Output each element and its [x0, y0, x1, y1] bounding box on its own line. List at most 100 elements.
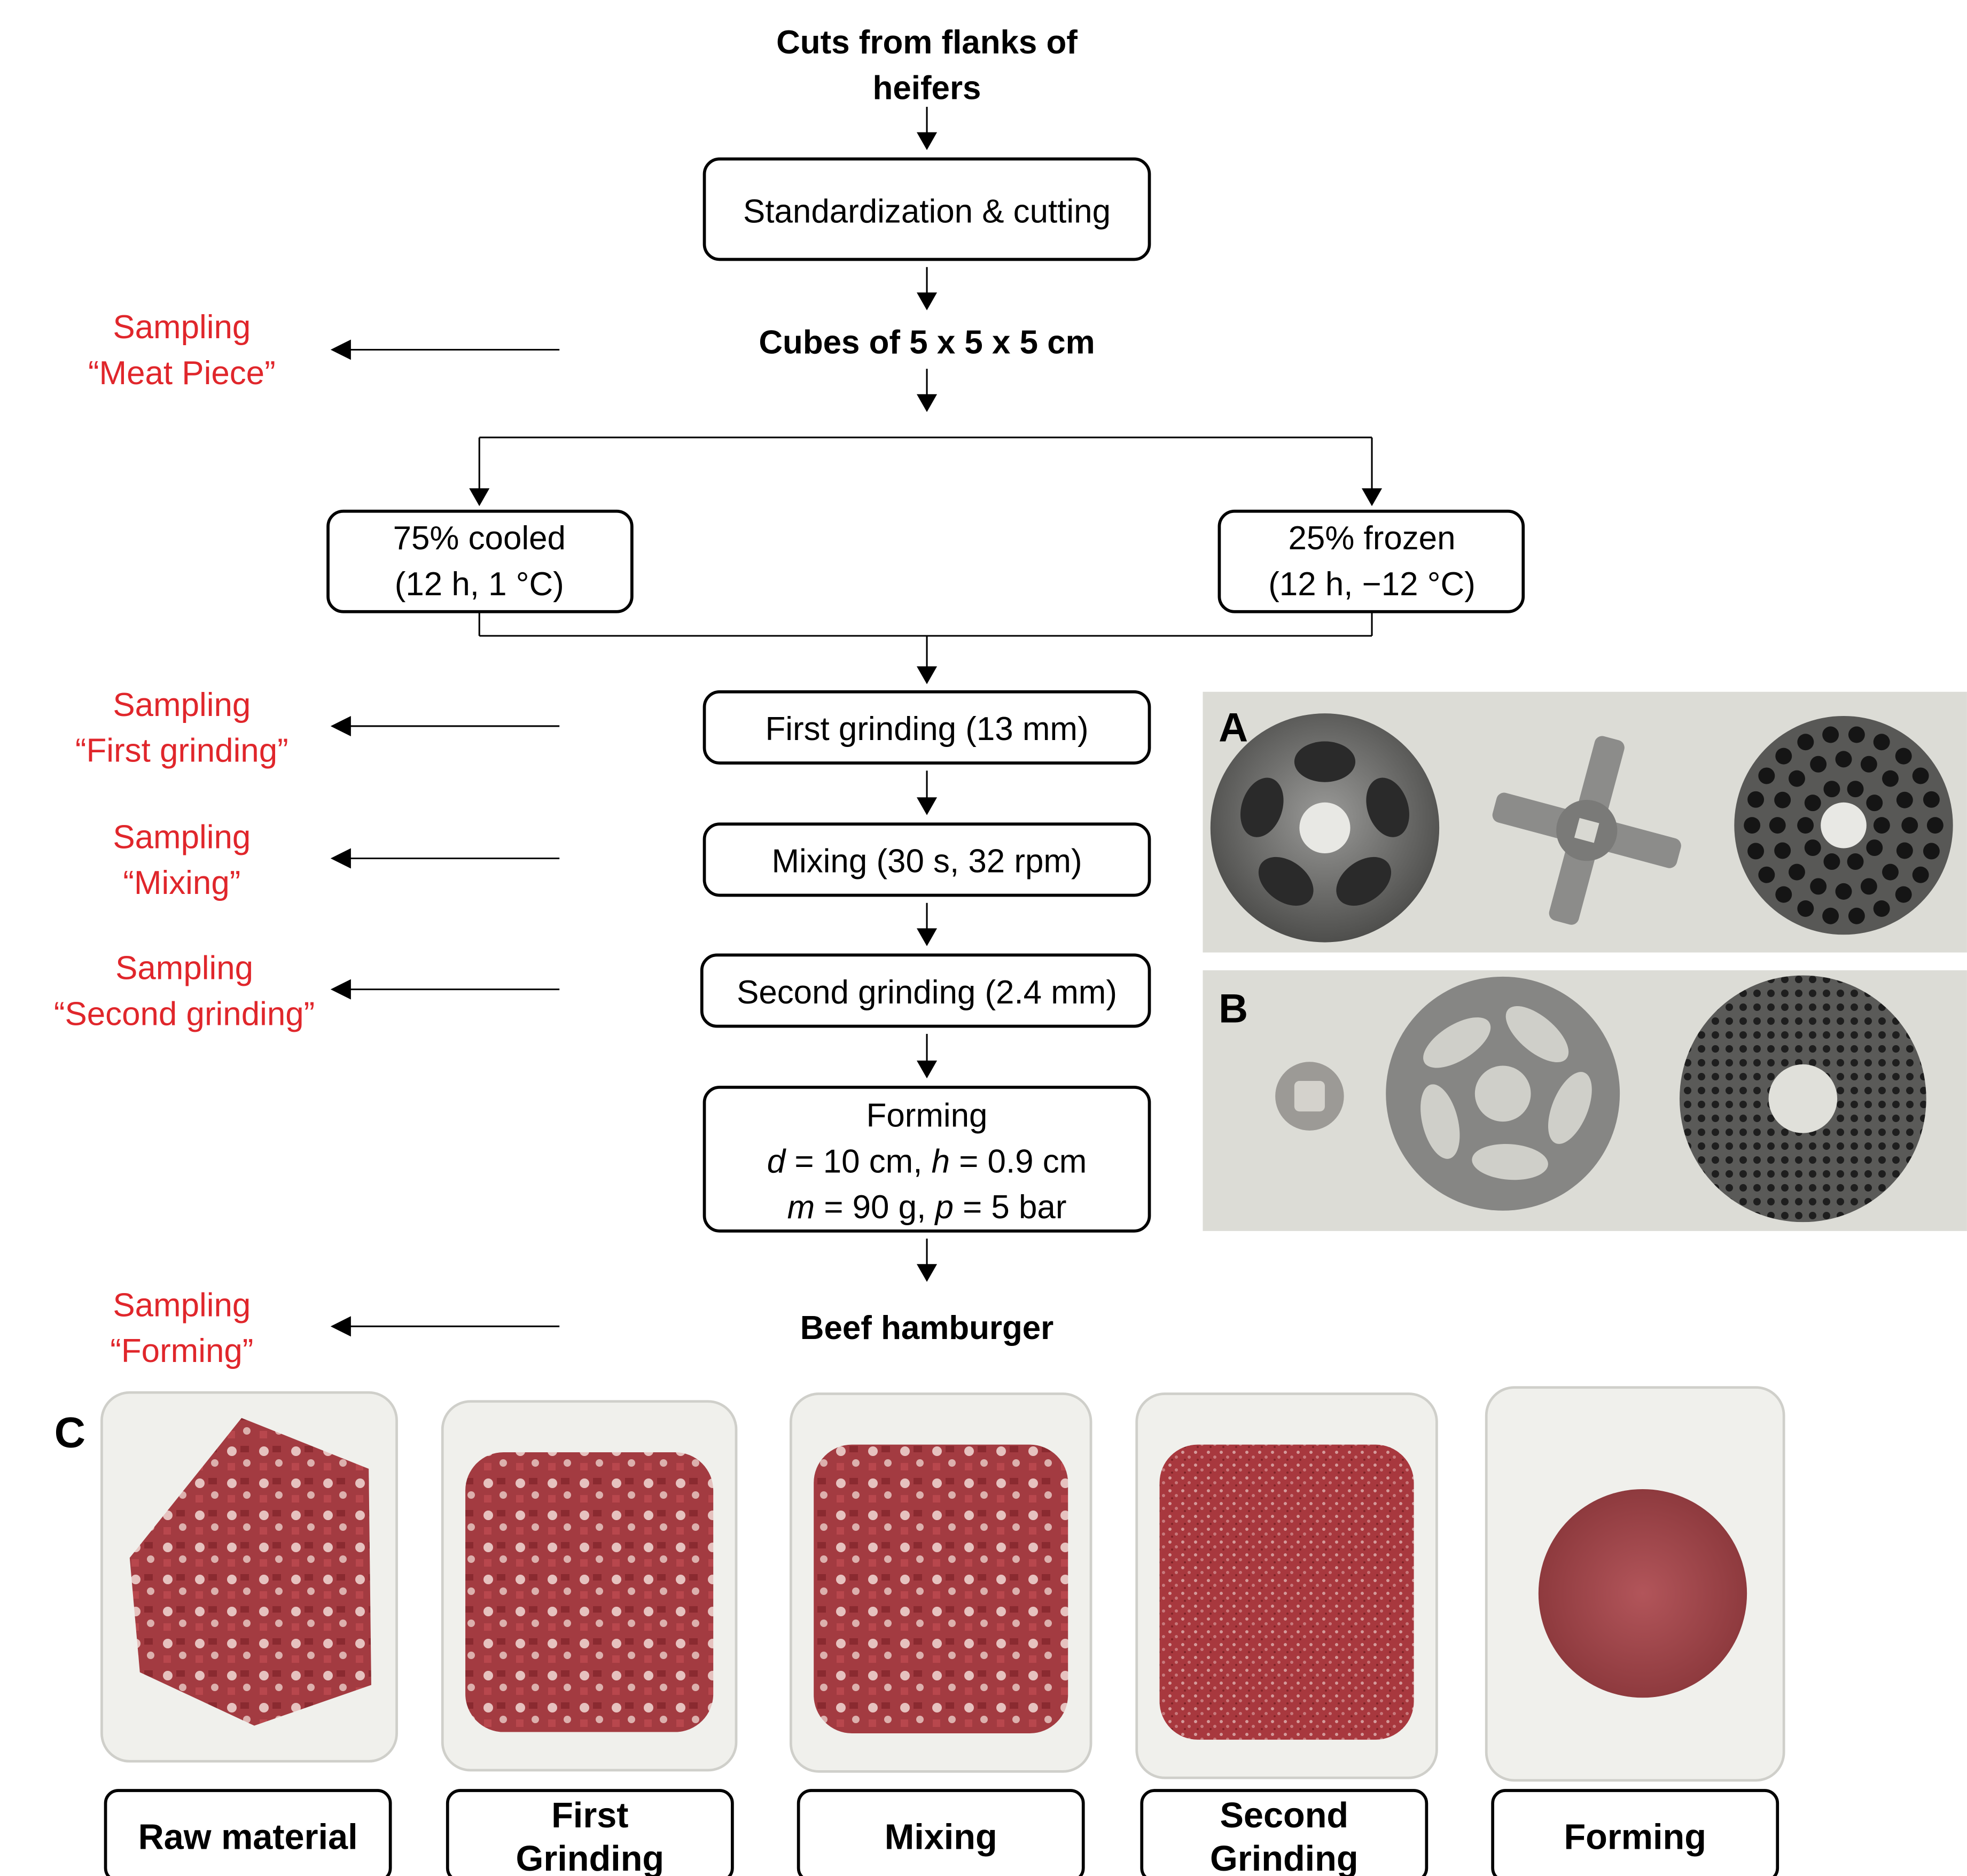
plate-hole-2-16 [1822, 726, 1839, 743]
arrow-cubes-head [916, 394, 938, 412]
plate-hole-0-9 [1866, 795, 1883, 812]
first-grinding-label: First grinding (13 mm) [765, 711, 1088, 748]
forming-title: Forming [867, 1097, 988, 1134]
plate-hole-2-2 [1912, 866, 1929, 883]
sampling-label-0-line1: Sampling [113, 309, 251, 346]
ground-meat-icon-1 [465, 1452, 714, 1732]
forming-dims-part-3: = 0.9 cm [950, 1143, 1087, 1180]
plate-hole-1-6 [1789, 863, 1805, 881]
standardization-label: Standardization & cutting [743, 193, 1111, 230]
plate-hole-2-4 [1873, 900, 1890, 917]
second-grinding-box [700, 953, 1151, 1028]
forming-dims: d = 10 cm, h = 0.9 cm [767, 1143, 1087, 1180]
tray-label-box-1 [446, 1789, 734, 1876]
tray-label-box-3 [1140, 1789, 1429, 1876]
tray-label-3-line1: Second [1220, 1796, 1348, 1835]
cooled-label-line2: (12 h, 1 °C) [395, 566, 564, 603]
sampling-label-4-line2: “Forming” [110, 1333, 253, 1369]
plate-hole-1-12 [1835, 751, 1852, 768]
knife-square-hole [1574, 818, 1599, 843]
pre-cutter-slot-3 [1420, 1084, 1460, 1159]
plate-hole-0-7 [1823, 781, 1840, 798]
tray-label-0: Raw material [138, 1818, 358, 1857]
sampling-arrow-2-head [330, 848, 351, 869]
sampling-arrow-4-head [330, 1316, 351, 1337]
plate-hole-1-7 [1774, 842, 1791, 859]
plate-hole-1-9 [1774, 791, 1791, 808]
plate-hole-1-13 [1860, 756, 1877, 773]
start-title-line2: heifers [873, 70, 981, 107]
standardization-box [702, 157, 1151, 261]
plate-hole-1-5 [1810, 878, 1827, 895]
arrow-second-head [916, 1060, 938, 1079]
plate-hole-0-1 [1866, 839, 1883, 857]
second-grinding-label: Second grinding (2.4 mm) [737, 974, 1117, 1011]
tray-label-4: Forming [1564, 1818, 1706, 1857]
ground-meat-icon-2 [814, 1444, 1068, 1733]
arrow-mixing-head [916, 928, 938, 946]
plate-hole-2-3 [1895, 886, 1912, 903]
plate-hole-2-6 [1822, 907, 1839, 924]
plate-hole-2-11 [1744, 817, 1761, 834]
plate-hole-0-0 [1873, 817, 1890, 834]
plate-hole-2-8 [1775, 886, 1792, 903]
forming-dims-part-0: d [767, 1143, 787, 1180]
arrow-forming-head [916, 1264, 938, 1282]
cubes-label: Cubes of 5 x 5 x 5 cm [759, 324, 1095, 361]
plate-hole-1-11 [1810, 756, 1827, 773]
forming-mass-part-0: m [787, 1189, 815, 1226]
tray-label-1-line2: Grinding [516, 1839, 665, 1876]
pre-cutter-slot-2 [1472, 1144, 1548, 1180]
plate-hole-2-17 [1848, 726, 1865, 743]
forming-mass-part-3: = 5 bar [954, 1189, 1067, 1226]
mixing-label: Mixing (30 s, 32 rpm) [771, 843, 1082, 880]
patty-icon [1538, 1489, 1747, 1698]
cross-knife-icon [1492, 736, 1681, 925]
plate-hole-2-7 [1797, 900, 1814, 917]
bushing-hole [1294, 1081, 1325, 1112]
forming-mass-part-1: = 90 g, [815, 1189, 935, 1226]
ground-meat-icon-3 [1159, 1444, 1414, 1740]
tray-label-1-line1: First [551, 1796, 628, 1835]
plate-hole-1-4 [1835, 883, 1852, 900]
sampling-label-1-line2: “First grinding” [75, 733, 288, 769]
sampling-arrow-3-head [330, 979, 351, 1000]
plate-hole-2-9 [1758, 866, 1775, 883]
sampling-label-3-line2: “Second grinding” [54, 995, 315, 1032]
arrow-start-head [916, 132, 938, 150]
plate-hole-0-6 [1804, 795, 1821, 812]
forming-mass: m = 90 g, p = 5 bar [787, 1189, 1067, 1226]
sampling-label-2-line1: Sampling [113, 819, 251, 855]
tray-label-box-4 [1491, 1789, 1779, 1876]
plate-hole-1-2 [1882, 863, 1899, 881]
plate-hole-1-15 [1896, 791, 1913, 808]
sampling-label-2-line2: “Mixing” [123, 865, 240, 901]
plate-hole-1-3 [1860, 878, 1877, 895]
plate-hole-1-8 [1769, 817, 1786, 834]
forming-mass-part-2: p [934, 1189, 953, 1226]
plate-hole-2-0 [1926, 817, 1943, 834]
sampling-arrow-0-head [330, 339, 351, 360]
pre-cutter-slot-0 [1505, 1006, 1569, 1063]
plate-hole-2-20 [1912, 767, 1929, 784]
plate-hole-2-12 [1747, 791, 1765, 808]
kidney-plate-center [1299, 802, 1351, 853]
final-product-label: Beef hamburger [800, 1310, 1054, 1346]
forming-box [702, 1086, 1151, 1233]
pre-cutter-center [1474, 1065, 1531, 1122]
sampling-label-1-line1: Sampling [113, 687, 251, 723]
first-grinding-box [702, 690, 1151, 765]
forming-dims-part-1: = 10 cm, [785, 1143, 931, 1180]
cooled-label-line1: 75% cooled [393, 520, 566, 557]
plate-hole-1-1 [1896, 842, 1913, 859]
plate-hole-2-21 [1923, 791, 1940, 808]
plate-13mm-center [1821, 802, 1867, 849]
tray-label-box-2 [797, 1789, 1085, 1876]
plate-hole-2-14 [1775, 748, 1792, 765]
arrow-cooled-head [469, 488, 490, 507]
panel-c-label: C [54, 1408, 85, 1457]
plate-2mm-center [1768, 1064, 1838, 1133]
plate-hole-2-13 [1758, 767, 1775, 784]
plate-hole-2-15 [1797, 734, 1814, 751]
